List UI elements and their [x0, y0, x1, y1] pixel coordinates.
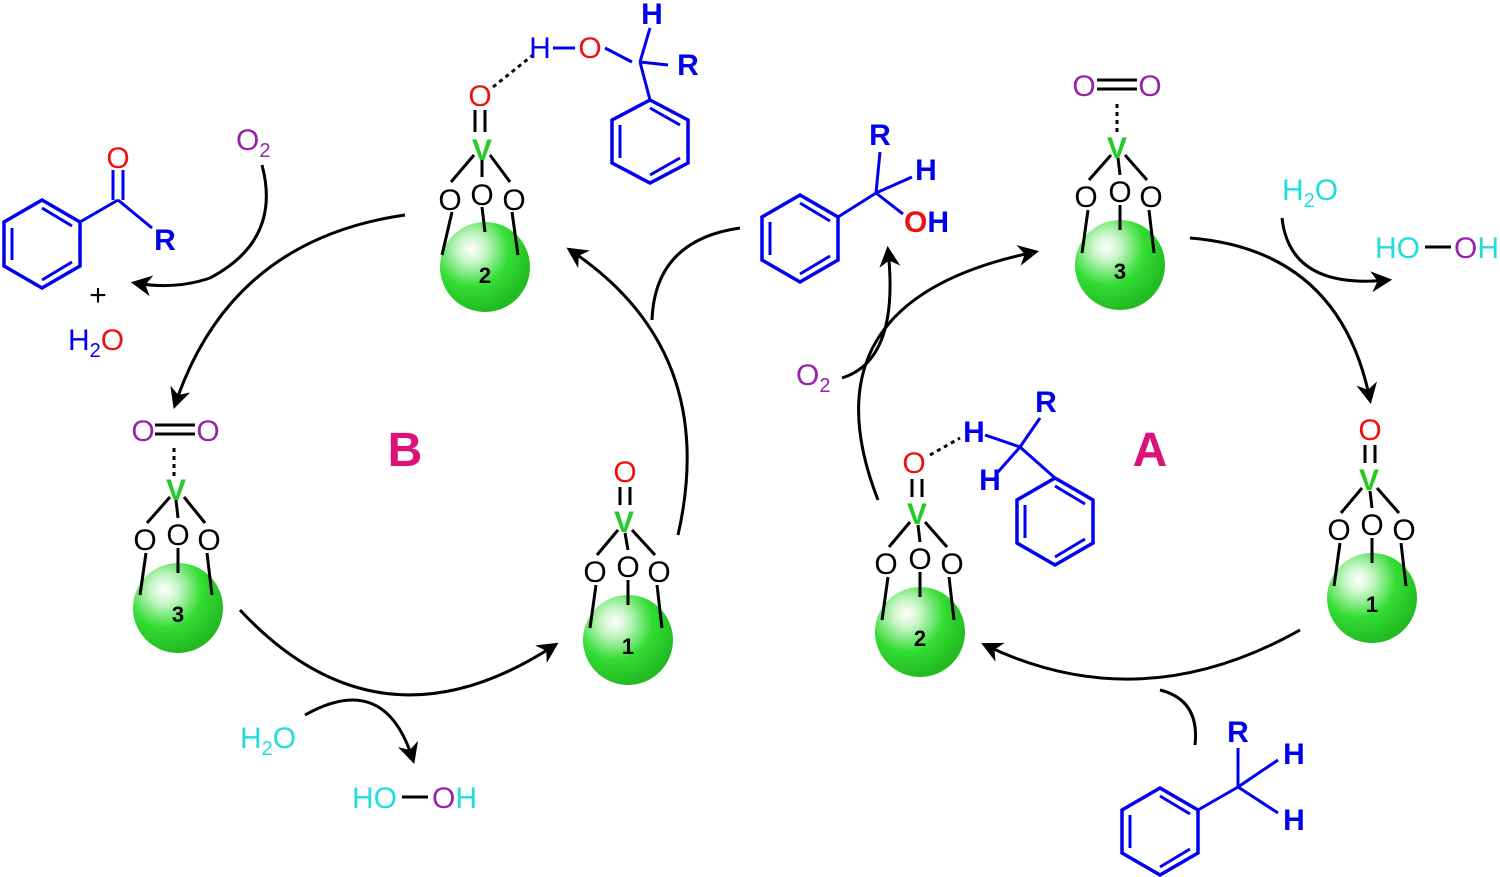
bridge-o-left: O	[1074, 181, 1097, 214]
ketone-product: O R + H2O	[2, 142, 176, 362]
bridge-o-right: O	[197, 524, 220, 557]
water-reactant-b: H2O	[240, 722, 296, 760]
plus-sign: +	[89, 279, 107, 312]
cycle-b-arrows	[130, 164, 741, 765]
branch-a-h2o	[1280, 217, 1393, 293]
branch-b-alcohol	[650, 226, 741, 321]
support-sphere	[440, 222, 530, 312]
hydroxyl-o: O	[578, 32, 601, 65]
oxo-label: O	[468, 80, 491, 113]
peroxide-ho: HO	[1375, 232, 1420, 265]
vanadium-label: V	[614, 506, 634, 539]
vanadium-label: V	[1107, 132, 1127, 165]
substrate-r: R	[1035, 386, 1057, 419]
r-group: R	[677, 49, 699, 82]
peroxide-ho: HO	[352, 782, 397, 815]
site-number: 3	[1114, 259, 1126, 284]
support-sphere	[133, 563, 223, 653]
cycle-label-a: A	[1133, 424, 1168, 477]
oxo-label: O	[1358, 414, 1381, 447]
water-product-b: H2O	[68, 324, 124, 362]
peroxide-product-b: HO OH	[352, 782, 477, 815]
arc-a-right	[1189, 236, 1377, 405]
cycle-a-arrows	[841, 217, 1393, 746]
branch-a-o2	[841, 245, 901, 380]
bound-alcohol-b: H O H R	[529, 0, 699, 185]
hydroxyl-h: H	[529, 32, 551, 65]
substrate-h: H	[979, 464, 1001, 497]
site-number: 1	[1366, 592, 1378, 617]
peroxide-oh: OH	[432, 782, 477, 815]
bridge-o-mid: O	[616, 551, 639, 584]
substrate-reactant: R H H	[1120, 716, 1305, 877]
bridge-o-mid: O	[470, 179, 493, 212]
arc-b-top	[170, 213, 406, 409]
support-sphere	[1075, 220, 1165, 310]
carbinol-h: H	[641, 0, 663, 31]
peroxide-oh: OH	[1454, 232, 1499, 265]
bridge-o-left: O	[1327, 514, 1350, 547]
oxo-label: O	[902, 447, 925, 480]
dioxygen-o2: O	[1138, 70, 1161, 103]
branch-a-substrate	[1159, 688, 1198, 746]
o2-reactant-a: O2	[796, 359, 830, 397]
vanadium-label: V	[907, 498, 927, 531]
arc-a-bottom	[981, 628, 1301, 681]
site-number: 3	[172, 602, 184, 627]
dioxygen-o2: O	[196, 415, 219, 448]
abstracted-h: H	[963, 416, 985, 449]
bridge-o-mid: O	[166, 519, 189, 552]
alcohol-oh: OH	[904, 206, 949, 239]
peroxide-product-a: HO OH	[1375, 232, 1499, 265]
alcohol-r: R	[869, 119, 891, 152]
arc-b-bottom	[238, 608, 559, 697]
alcohol-intermediate: R H OH	[760, 119, 949, 285]
support-sphere	[1327, 553, 1417, 643]
alcohol-h: H	[915, 154, 937, 187]
site-number: 2	[479, 263, 491, 288]
carbonyl-o: O	[106, 142, 129, 175]
bridge-o-right: O	[1392, 514, 1415, 547]
oxo-label: O	[613, 456, 636, 489]
catalyst-site-b-right: 1 V O O O O	[583, 456, 673, 685]
bridge-o-left: O	[583, 556, 606, 589]
site-number: 2	[914, 626, 926, 651]
ketone-r: R	[154, 224, 176, 257]
bridge-o-right: O	[647, 556, 670, 589]
support-sphere	[875, 587, 965, 677]
catalyst-site-a-right: 1 V O O O O	[1327, 414, 1417, 643]
bridge-o-left: O	[133, 524, 156, 557]
bridge-o-mid: O	[1108, 176, 1131, 209]
bridge-o-mid: O	[1360, 509, 1383, 542]
cycle-label-b: B	[388, 424, 423, 477]
vanadium-label: V	[166, 474, 186, 507]
substrate-h2: H	[1283, 804, 1305, 837]
bridge-o-right: O	[940, 548, 963, 581]
bridge-o-mid: O	[908, 543, 931, 576]
bound-substrate-a: H R H	[963, 386, 1095, 568]
substrate-r: R	[1227, 716, 1249, 749]
bridge-o-left: O	[874, 548, 897, 581]
dioxygen-o1: O	[1072, 70, 1095, 103]
vanadium-label: V	[1359, 464, 1379, 497]
bridge-o-right: O	[502, 184, 525, 217]
arc-b-right	[566, 247, 689, 536]
site-number: 1	[622, 634, 634, 659]
vanadium-label: V	[472, 134, 492, 167]
catalyst-site-b-left: 3 V O O O O O	[131, 415, 223, 653]
o2-reactant-b: O2	[236, 124, 270, 162]
support-sphere	[583, 595, 673, 685]
catalyst-site-b-top: 2 V O O O O	[438, 53, 534, 312]
branch-b-o2	[130, 164, 268, 297]
bridge-o-left: O	[438, 184, 461, 217]
bridge-o-right: O	[1139, 181, 1162, 214]
dioxygen-o1: O	[131, 415, 154, 448]
catalyst-site-a-left: 2 V O O O O	[874, 436, 965, 677]
branch-b-h2o	[304, 698, 419, 765]
arc-a-left	[857, 245, 1040, 501]
catalyst-site-a-top: 3 V O O O O O	[1072, 70, 1165, 310]
water-reactant-a: H2O	[1282, 174, 1338, 212]
substrate-h1: H	[1283, 738, 1305, 771]
